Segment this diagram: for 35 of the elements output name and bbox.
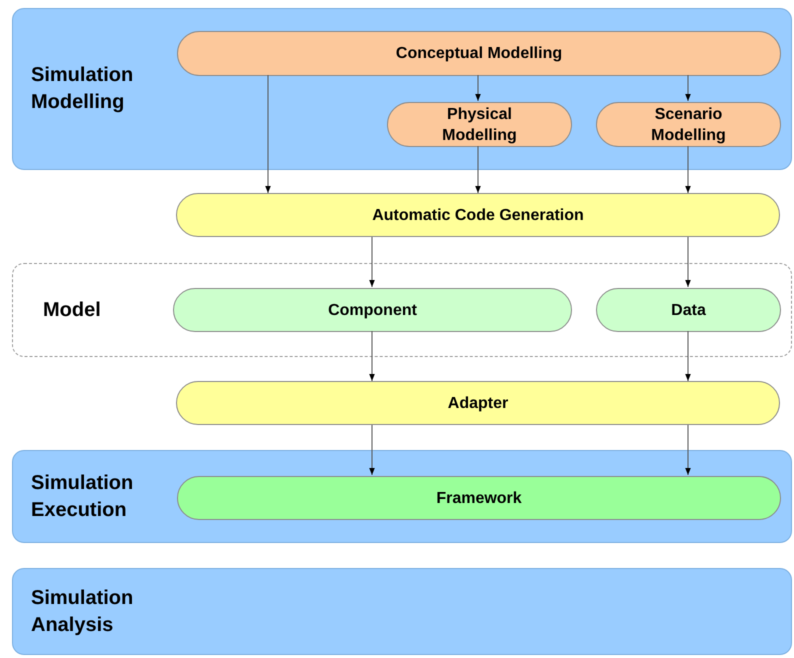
- arrow: [685, 330, 691, 382]
- layer-label: Model: [42, 298, 101, 322]
- layer-label: Simulation Execution: [30, 470, 134, 522]
- arrow: [369, 236, 375, 288]
- arrow: [369, 330, 375, 382]
- node-label: Component: [328, 300, 417, 320]
- process-pill: [596, 102, 781, 147]
- process-pill: [177, 31, 781, 76]
- node-label: Automatic Code Generation: [372, 206, 584, 226]
- layer-label: Simulation Modelling: [30, 63, 134, 115]
- node-label: Physical Modelling: [441, 104, 518, 146]
- arrow: [369, 424, 375, 476]
- layer-band: [12, 450, 792, 543]
- process-pill: [387, 102, 572, 147]
- arrow: [685, 74, 691, 102]
- layer-band: [12, 8, 792, 170]
- node-label: Conceptual Modelling: [396, 44, 562, 64]
- node-label: Data: [671, 300, 706, 320]
- process-pill: [596, 288, 781, 332]
- process-pill: [173, 288, 572, 332]
- process-pill: [177, 476, 781, 520]
- arrow: [475, 146, 481, 194]
- layer-label: Simulation Analysis: [30, 586, 134, 638]
- process-pill: [176, 381, 780, 425]
- layer-band: [12, 568, 792, 655]
- arrow: [685, 236, 691, 288]
- arrow: [475, 74, 481, 102]
- layer-band: [12, 263, 792, 357]
- node-label: Adapter: [448, 394, 508, 414]
- process-pill: [176, 193, 780, 237]
- arrow: [265, 74, 271, 194]
- node-label: Framework: [436, 488, 522, 508]
- node-label: Scenario Modelling: [650, 104, 727, 146]
- arrow: [685, 146, 691, 194]
- arrow: [685, 424, 691, 476]
